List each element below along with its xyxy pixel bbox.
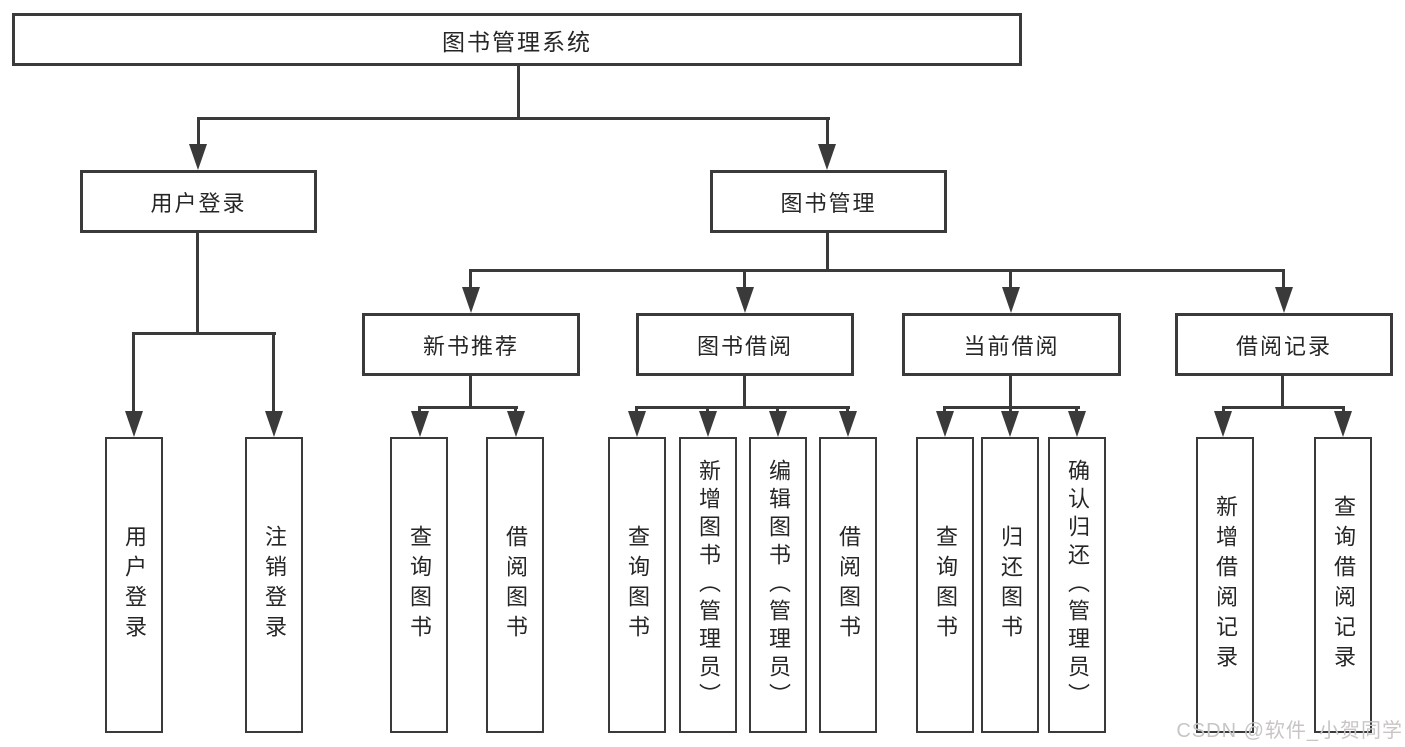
connector-line: [826, 117, 829, 147]
connector-line: [517, 66, 520, 119]
arrowhead-down-icon: [1275, 287, 1293, 313]
node-book-borrowing: 图书借阅: [636, 313, 854, 376]
arrowhead-down-icon: [628, 411, 646, 437]
connector-line: [943, 406, 946, 415]
arrowhead-down-icon: [736, 287, 754, 313]
leaf-add-borrow-record: 新增借阅记录: [1196, 437, 1254, 733]
connector-line: [514, 406, 517, 415]
connector-line: [418, 406, 518, 409]
leaf-query-books-borrowing: 查询图书: [608, 437, 666, 733]
connector-line: [776, 406, 779, 415]
leaf-query-books-recommend: 查询图书: [390, 437, 448, 733]
node-new-book-recommend: 新书推荐: [362, 313, 580, 376]
arrowhead-down-icon: [189, 144, 207, 170]
arrowhead-down-icon: [769, 411, 787, 437]
connector-line: [197, 117, 200, 147]
connector-line: [469, 269, 1285, 272]
arrowhead-down-icon: [1214, 411, 1232, 437]
connector-line: [706, 406, 709, 415]
arrowhead-down-icon: [411, 411, 429, 437]
arrowhead-down-icon: [1002, 287, 1020, 313]
connector-line: [132, 332, 135, 413]
node-book-management: 图书管理: [710, 170, 947, 233]
arrowhead-down-icon: [265, 411, 283, 437]
node-library-system: 图书管理系统: [12, 13, 1022, 66]
connector-line: [1281, 376, 1284, 409]
leaf-borrow-books-recommend: 借阅图书: [486, 437, 544, 733]
connector-line: [826, 233, 829, 272]
connector-line: [1075, 406, 1078, 415]
connector-line: [1009, 406, 1012, 415]
node-borrowing-records: 借阅记录: [1175, 313, 1393, 376]
watermark: CSDN @软件_小贺同学: [1176, 720, 1403, 742]
connector-line: [635, 406, 638, 415]
connector-line: [1222, 406, 1345, 409]
connector-line: [743, 269, 746, 290]
connector-line: [1009, 269, 1012, 290]
arrowhead-down-icon: [1334, 411, 1352, 437]
arrowhead-down-icon: [699, 411, 717, 437]
leaf-confirm-return-admin: 确认归还（管理员）: [1048, 437, 1106, 733]
arrowhead-down-icon: [936, 411, 954, 437]
arrowhead-down-icon: [1068, 411, 1086, 437]
connector-line: [1009, 376, 1012, 409]
arrowhead-down-icon: [507, 411, 525, 437]
connector-line: [197, 117, 830, 120]
connector-line: [635, 406, 850, 409]
connector-line: [1282, 269, 1285, 290]
connector-line: [469, 376, 472, 409]
connector-line: [1342, 406, 1345, 415]
node-user-login: 用户登录: [80, 170, 317, 233]
connector-line: [846, 406, 849, 415]
arrowhead-down-icon: [125, 411, 143, 437]
arrowhead-down-icon: [839, 411, 857, 437]
arrowhead-down-icon: [462, 287, 480, 313]
arrowhead-down-icon: [818, 144, 836, 170]
connector-line: [1222, 406, 1225, 415]
leaf-query-borrow-record: 查询借阅记录: [1314, 437, 1372, 733]
connector-line: [418, 406, 421, 415]
connector-line: [132, 332, 276, 335]
arrowhead-down-icon: [1001, 411, 1019, 437]
leaf-edit-books-admin: 编辑图书（管理员）: [749, 437, 807, 733]
node-current-borrowing: 当前借阅: [902, 313, 1121, 376]
leaf-query-books-current: 查询图书: [916, 437, 974, 733]
leaf-logout: 注销登录: [245, 437, 303, 733]
leaf-return-books: 归还图书: [981, 437, 1039, 733]
connector-line: [196, 233, 199, 335]
connector-line: [743, 376, 746, 409]
leaf-add-books-admin: 新增图书（管理员）: [679, 437, 737, 733]
connector-line: [272, 332, 275, 413]
leaf-borrow-books-borrowing: 借阅图书: [819, 437, 877, 733]
connector-line: [469, 269, 472, 290]
leaf-user-login: 用户登录: [105, 437, 163, 733]
